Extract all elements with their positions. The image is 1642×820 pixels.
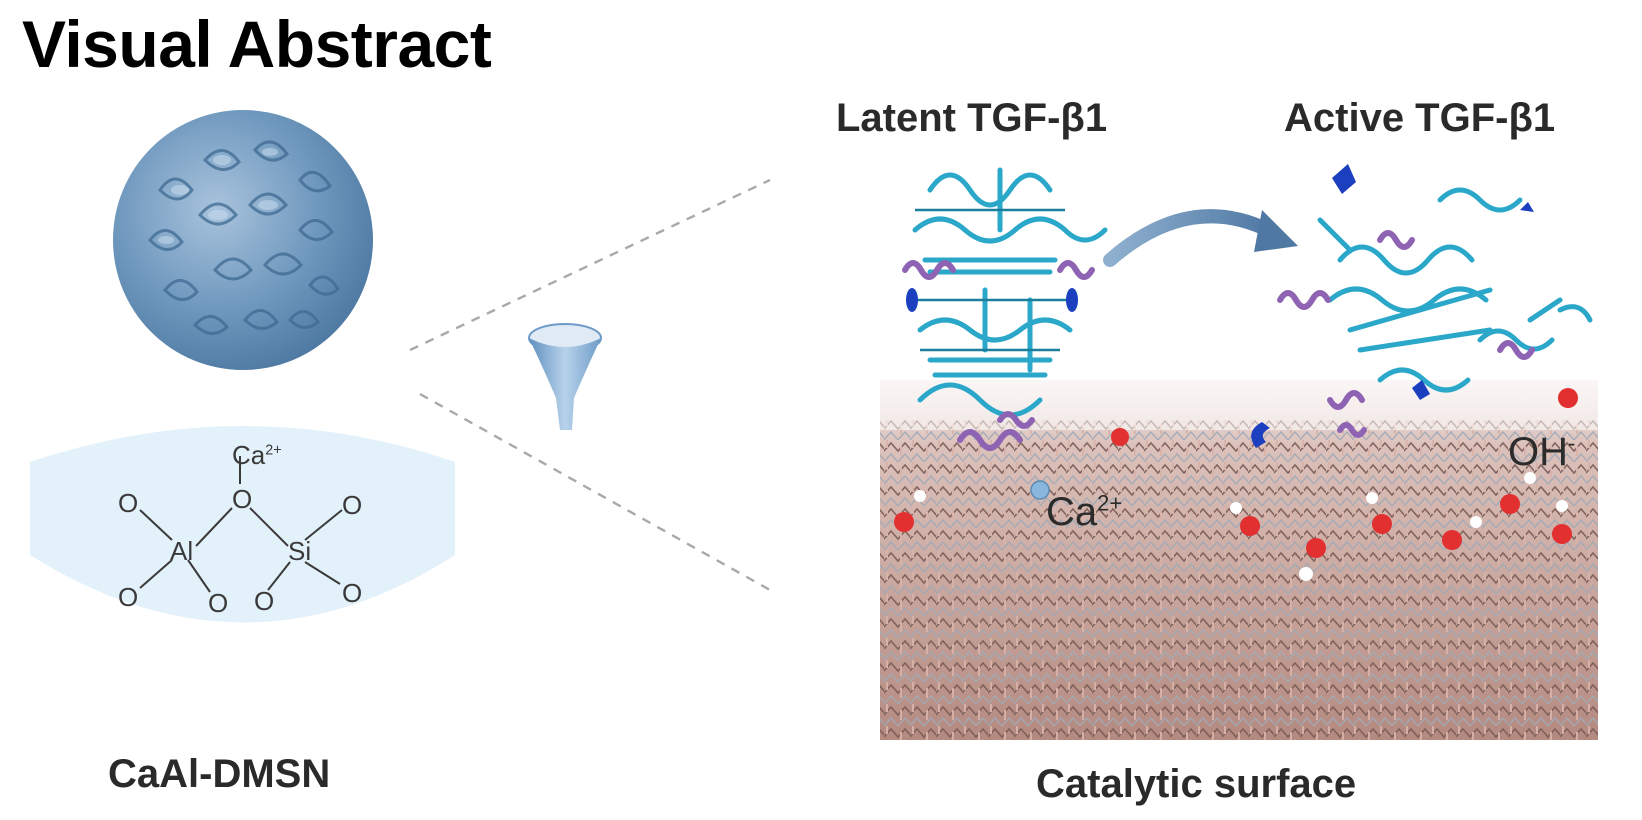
nanoparticle-sphere (113, 110, 373, 370)
surface-hydrogen-atoms (914, 472, 1568, 581)
chem-ca-ion: Ca2+ (232, 440, 282, 470)
zoom-dashed-lines (409, 178, 771, 592)
surface-oxygen-atoms (894, 388, 1578, 558)
chem-o-si-bottom-right: O (342, 578, 363, 608)
activation-arrow (1103, 209, 1298, 267)
chem-o-si-top: O (342, 490, 363, 520)
chem-si-atom: Si (288, 536, 312, 566)
chem-o-bridge: O (232, 484, 253, 514)
chem-o-si-bottom-left: O (254, 586, 275, 616)
chem-o-al-bottom-right: O (208, 588, 229, 618)
pore-funnel-icon (528, 323, 602, 430)
surface-ca-ion-label: Ca2+ (1046, 490, 1123, 534)
surface-oh-ion-label: OH- (1508, 430, 1576, 474)
chem-al-atom: Al (170, 536, 194, 566)
active-tgf-label: Active TGF-β1 (1284, 96, 1556, 140)
latent-tgf-label: Latent TGF-β1 (836, 96, 1108, 140)
catalytic-surface-label: Catalytic surface (1036, 762, 1357, 806)
chem-structure-bonds (139, 456, 343, 593)
chem-o-al-bottom-left: O (118, 582, 139, 612)
catalytic-surface-block (880, 360, 1598, 740)
page-title: Visual Abstract (22, 7, 492, 81)
active-tgf-protein (1251, 164, 1593, 448)
latent-tgf-protein (902, 167, 1108, 451)
surface-band (30, 426, 455, 623)
caal-dmsn-label: CaAl-DMSN (108, 752, 331, 796)
chem-o-al-top: O (118, 488, 139, 518)
calcium-ion-dot (1030, 480, 1050, 500)
